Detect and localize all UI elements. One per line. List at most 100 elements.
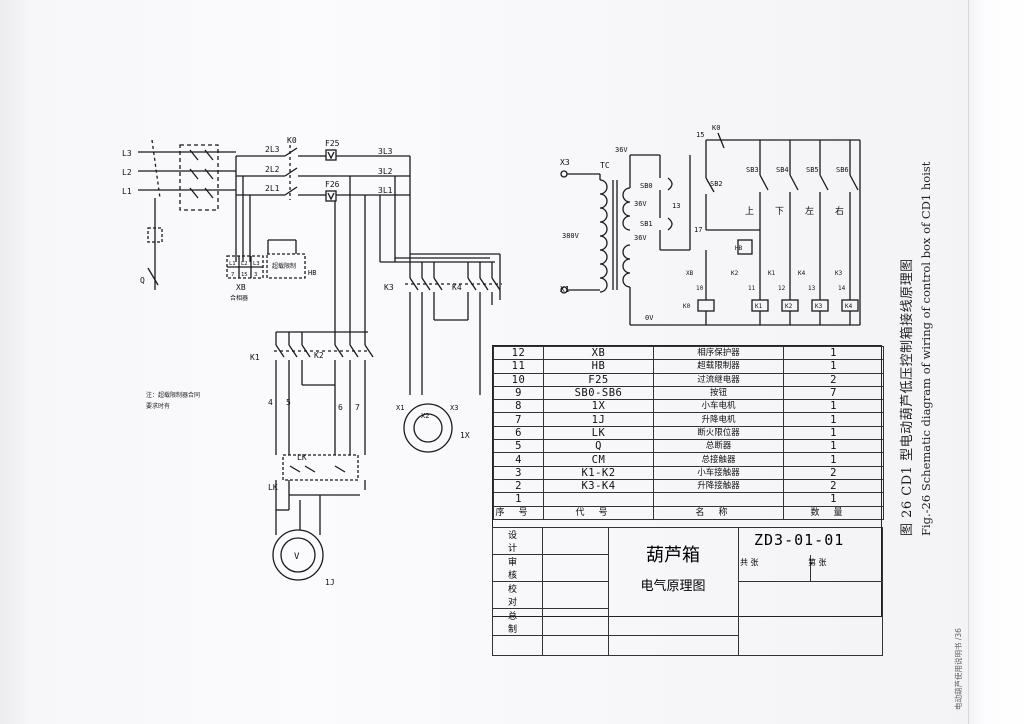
bom-code: CM bbox=[543, 452, 654, 467]
label-1x: 1X bbox=[460, 431, 470, 440]
terminal-7: 7 bbox=[231, 272, 234, 278]
label-up: 上 bbox=[745, 206, 754, 217]
label-k1-aux: K1 bbox=[768, 270, 776, 277]
bom-qty: 1 bbox=[783, 399, 884, 414]
bom-qty: 1 bbox=[783, 425, 884, 441]
bom-name: 总断器 bbox=[653, 439, 784, 454]
label-f25: F25 bbox=[325, 139, 340, 148]
label-2l2: 2L2 bbox=[265, 165, 280, 174]
page-footer: 电动葫芦使用说明书 /36 bbox=[954, 628, 963, 710]
label-lk2: LK bbox=[268, 483, 278, 492]
label-x2: X2 bbox=[421, 412, 429, 420]
sheet-number: 第 张 bbox=[808, 558, 827, 567]
label-coil-k2: K2 bbox=[785, 303, 793, 310]
bom-name: 断火限位器 bbox=[653, 425, 784, 441]
label-14: 14 bbox=[838, 285, 846, 292]
label-k4-aux: K4 bbox=[798, 270, 806, 277]
label-k2-aux: K2 bbox=[731, 270, 739, 277]
bom-code: LK bbox=[543, 425, 654, 441]
bom-qty: 7 bbox=[783, 385, 884, 401]
label-13b: 13 bbox=[808, 285, 816, 292]
label-motor-v: V bbox=[294, 552, 300, 562]
label-380v: 380V bbox=[562, 232, 580, 240]
terminal-15: 15 bbox=[241, 272, 248, 278]
label-sb3: SB3 bbox=[746, 166, 759, 174]
label-3l2: 3L2 bbox=[378, 167, 393, 176]
label-k0: K0 bbox=[287, 136, 297, 145]
page-fold bbox=[968, 0, 1024, 724]
lk-limit-switch: LK LK bbox=[268, 453, 366, 530]
bom-header-name: 名称 bbox=[653, 505, 784, 520]
bom-qty: 1 bbox=[783, 412, 884, 427]
bom-name: 按钮 bbox=[653, 385, 784, 401]
bom-no: 3 bbox=[493, 465, 544, 480]
bom-name: 相序保护器 bbox=[653, 345, 784, 361]
label-sb1: SB1 bbox=[640, 220, 653, 228]
label-l3: L3 bbox=[122, 149, 132, 158]
sheet-count: 共 张 bbox=[740, 558, 759, 567]
label-l1: L1 bbox=[122, 187, 132, 196]
bom-code: K3-K4 bbox=[543, 478, 654, 494]
label-hb: HB bbox=[308, 269, 316, 277]
label-3l1: 3L1 bbox=[378, 186, 393, 195]
incoming-lines: L3 L2 L1 Q bbox=[122, 139, 236, 290]
label-n5: 5 bbox=[286, 398, 291, 407]
bom-no: 11 bbox=[493, 359, 544, 374]
label-k3-aux: K3 bbox=[835, 270, 843, 277]
bom-code: 1J bbox=[543, 412, 654, 427]
bom-no: 2 bbox=[493, 478, 544, 494]
bom-name: 升降电机 bbox=[653, 412, 784, 427]
label-k4: K4 bbox=[452, 283, 462, 292]
bom-no: 6 bbox=[493, 425, 544, 441]
note-line-2: 要求时有 bbox=[146, 402, 170, 410]
k1-k2-contactors: K1 K2 4 5 6 7 bbox=[250, 331, 374, 455]
bom-code: Q bbox=[543, 439, 654, 454]
tb-chief: 总 制 bbox=[492, 608, 543, 636]
label-k0-aux: K0 bbox=[712, 124, 720, 132]
label-k3: K3 bbox=[384, 283, 394, 292]
hoist-motor-1j: V 1J bbox=[272, 495, 335, 587]
bom-header-qty: 数量 bbox=[783, 505, 884, 520]
label-coil-k3: K3 bbox=[815, 303, 823, 310]
bom-no: 5 bbox=[493, 439, 544, 454]
label-k2: K2 bbox=[314, 351, 324, 360]
bom-no: 4 bbox=[493, 452, 544, 467]
drawing-title: 葫芦箱 bbox=[646, 545, 700, 566]
figure-caption-english: Fig.-26 Schematic diagram of wiring of c… bbox=[919, 161, 933, 536]
drawing-code: ZD3-01-01 bbox=[754, 531, 845, 549]
bom-code: HB bbox=[543, 359, 654, 374]
bom-code: F25 bbox=[543, 372, 654, 387]
bom-code: SB0-SB6 bbox=[543, 385, 654, 401]
label-xb-name: 合相器 bbox=[230, 294, 248, 302]
label-36v-mid: 36V bbox=[634, 200, 647, 208]
label-f26: F26 bbox=[325, 180, 340, 189]
label-36v-low: 36V bbox=[634, 234, 647, 242]
label-tc: TC bbox=[600, 161, 610, 170]
label-17: 17 bbox=[694, 226, 702, 234]
k3-k4-contactors: K3 K4 bbox=[384, 262, 502, 395]
bom-name: 升降接触器 bbox=[653, 478, 784, 494]
terminal-l1: L1 bbox=[229, 261, 236, 267]
tb-review: 审 核 bbox=[492, 554, 543, 582]
label-hb-box: 超载限制 bbox=[272, 262, 296, 270]
overcurrent-relays: F25 F26 3L3 3L2 3L1 bbox=[320, 139, 410, 202]
label-12: 12 bbox=[778, 285, 786, 292]
bom-header-code: 代号 bbox=[543, 505, 654, 520]
label-36v-top: 36V bbox=[615, 146, 628, 154]
note-line-1: 注：超载限制器合同 bbox=[146, 391, 200, 399]
label-sb2: SB2 bbox=[710, 180, 723, 188]
label-x3: X3 bbox=[450, 404, 458, 412]
bom-qty: 1 bbox=[783, 492, 884, 507]
label-left: 左 bbox=[805, 205, 814, 217]
